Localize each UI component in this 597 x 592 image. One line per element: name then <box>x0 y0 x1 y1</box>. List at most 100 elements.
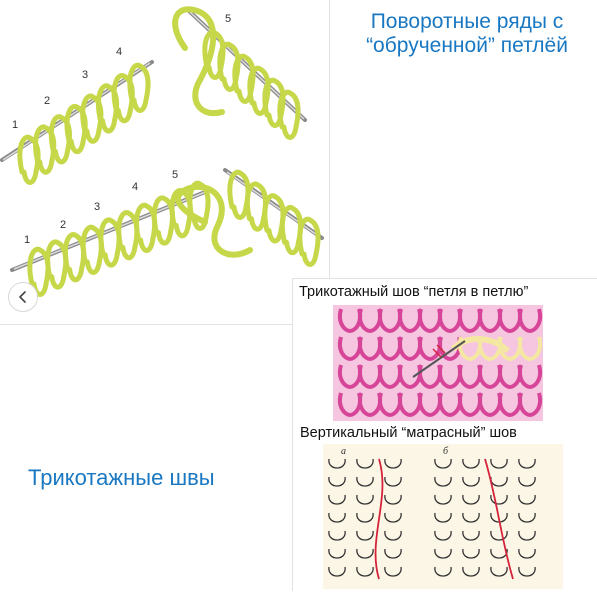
yarn-loop-base <box>52 148 70 165</box>
seams-illustration: а б <box>323 305 563 589</box>
yarn-loop-base <box>249 216 266 232</box>
yarn-loop-base <box>131 97 149 113</box>
mattress-stitch <box>384 566 402 577</box>
mattress-stitch <box>462 530 480 541</box>
yarn-loop-base <box>84 128 102 144</box>
mattress-stitch <box>356 458 374 469</box>
yarn-loop-base <box>67 266 85 283</box>
yarn-loop-base <box>301 251 319 267</box>
mattress-stitch <box>490 458 508 469</box>
mattress-seam-stitches <box>328 458 536 580</box>
yarn-loop <box>27 246 51 287</box>
turned-rows-illustration: 1 2 3 4 5 1 2 3 4 5 <box>0 6 324 297</box>
lower-yarn-loops <box>27 169 321 297</box>
mattress-stitch <box>462 548 480 559</box>
yarn-loop <box>98 217 122 258</box>
mattress-stitch <box>434 476 452 487</box>
mattress-stitch <box>384 530 402 541</box>
mattress-stitch <box>434 548 452 559</box>
seams-panel: а б <box>292 278 597 591</box>
turned-rows-title-line2: “обрученной” петлёй <box>366 33 568 57</box>
yarn-loop <box>277 89 301 130</box>
loop-to-loop-seam-image <box>333 305 543 421</box>
mattress-stitch <box>434 530 452 541</box>
loop-seam-stitches <box>338 308 542 418</box>
yarn-loop-base <box>266 228 284 244</box>
upper-step-label-5: 5 <box>225 13 231 25</box>
upper-stitch-row: 1 2 3 4 5 <box>0 6 307 185</box>
mattress-stitch <box>356 566 374 577</box>
mattress-stitch <box>518 512 536 523</box>
mattress-stitch <box>356 494 374 505</box>
lower-step-label-2: 2 <box>60 219 66 231</box>
carousel-prev-button[interactable] <box>8 282 38 312</box>
yarn-loop-base <box>115 107 133 124</box>
yarn-loop-base <box>173 222 191 239</box>
mattress-seam-thread <box>374 458 384 580</box>
lower-step-label-4: 4 <box>132 181 138 193</box>
loop-to-loop-seam-caption: Трикотажный шов “петля в петлю” <box>299 284 529 300</box>
upper-step-label-4: 4 <box>116 46 122 58</box>
yarn-loop-base <box>284 239 301 256</box>
yarn-loop-base <box>102 252 120 268</box>
yarn-loop <box>80 224 104 265</box>
mattress-stitch <box>518 458 536 469</box>
mattress-stitch <box>434 458 452 469</box>
yarn-loop-base <box>231 204 249 220</box>
lower-step-label-1: 1 <box>24 234 30 246</box>
upper-step-label-2: 2 <box>44 95 50 107</box>
mattress-stitch <box>356 548 374 559</box>
lower-step-label-5: 5 <box>172 169 178 181</box>
mattress-stitch <box>518 476 536 487</box>
yarn-loop <box>62 232 87 272</box>
yarn-loop-base <box>155 230 173 246</box>
yarn-loop-base <box>68 138 86 155</box>
mattress-label-b: б <box>443 446 449 457</box>
mattress-stitch <box>434 566 452 577</box>
mattress-stitch <box>384 458 402 469</box>
lower-stitch-row: 1 2 3 4 5 <box>10 168 324 297</box>
pink-knit-stitch <box>518 364 542 390</box>
mattress-stitch <box>490 566 508 577</box>
mattress-stitch <box>328 530 346 541</box>
mattress-seam-thread <box>484 458 514 580</box>
yarn-loop-base <box>49 274 67 290</box>
mattress-stitch <box>518 566 536 577</box>
turned-rows-diagram: 1 2 3 4 5 1 2 3 4 5 <box>0 0 330 325</box>
mattress-stitch <box>384 548 402 559</box>
upper-yarn-loops <box>17 29 301 185</box>
turned-rows-title-line1: Поворотные ряды с <box>370 10 564 33</box>
mattress-seam-image: а б <box>323 444 563 589</box>
yarn-loop-base <box>120 244 138 261</box>
mattress-stitch <box>462 512 480 523</box>
yarn-loop-base <box>100 118 118 134</box>
lower-wrapped-loop <box>175 183 253 258</box>
loop-seam-arrow <box>432 344 446 358</box>
mattress-stitch <box>518 548 536 559</box>
mattress-stitch <box>356 530 374 541</box>
upper-step-label-1: 1 <box>12 119 18 131</box>
mattress-seam-caption: Вертикальный “матрасный” шов <box>300 425 517 441</box>
mattress-stitch <box>462 566 480 577</box>
mattress-stitch <box>356 512 374 523</box>
pink-knit-stitch <box>518 308 542 334</box>
lower-step-label-3: 3 <box>94 201 100 213</box>
mattress-stitch <box>384 494 402 505</box>
mattress-stitch <box>462 476 480 487</box>
yarn-loop <box>151 195 175 236</box>
yarn-loop <box>134 202 158 243</box>
yarn-loop <box>297 216 321 257</box>
tapestry-needle <box>412 340 466 378</box>
mattress-stitch <box>518 530 536 541</box>
turned-rows-title: Поворотные ряды с “обрученной” петлёй <box>342 10 592 57</box>
mattress-stitch <box>490 494 508 505</box>
upper-step-label-3: 3 <box>82 69 88 81</box>
mattress-stitch <box>434 512 452 523</box>
yarn-loop <box>116 210 140 250</box>
mattress-stitch <box>328 548 346 559</box>
mattress-stitch <box>328 476 346 487</box>
mattress-stitch <box>384 476 402 487</box>
yarn-loop-base <box>37 159 55 175</box>
yarn-loop-base <box>84 259 102 275</box>
mattress-stitch <box>328 512 346 523</box>
